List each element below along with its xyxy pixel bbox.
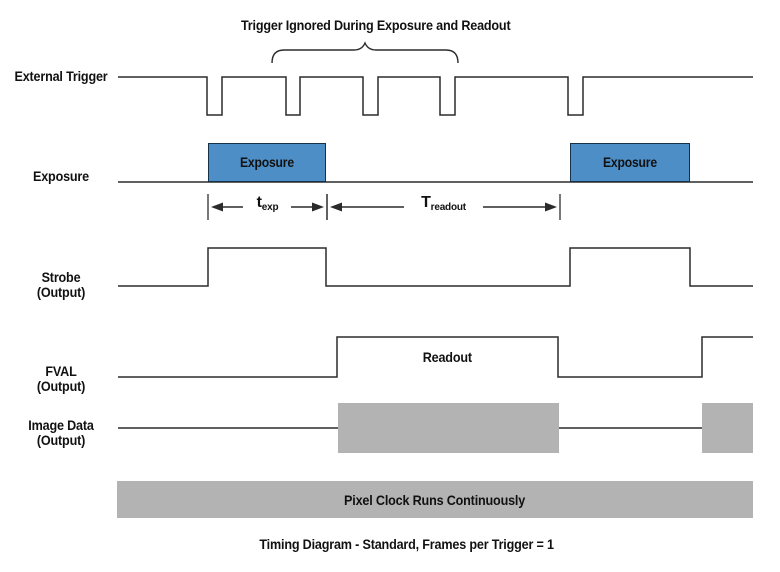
row-label-text: FVAL: [45, 363, 77, 379]
arrowhead-left-icon: [211, 202, 223, 212]
exposure-box: Exposure: [570, 143, 690, 182]
pixel-clock-label: Pixel Clock Runs Continuously: [344, 491, 526, 508]
exposure-box-label: Exposure: [603, 155, 657, 170]
diagram-title: Trigger Ignored During Exposure and Read…: [176, 17, 576, 33]
diagram-caption-text: Timing Diagram - Standard, Frames per Tr…: [259, 536, 555, 552]
external-trigger-waveform: [118, 76, 753, 116]
row-label-image-data: Image Data (Output): [0, 418, 122, 448]
fval-waveform: [118, 336, 753, 378]
row-label-fval: FVAL (Output): [0, 364, 122, 394]
row-label-text: (Output): [36, 432, 86, 448]
row-label-text: Exposure: [33, 168, 89, 184]
row-label-text: (Output): [36, 284, 86, 300]
row-label-text: External Trigger: [14, 68, 108, 84]
diagram-caption: Timing Diagram - Standard, Frames per Tr…: [107, 536, 707, 552]
readout-annotation-text: Readout: [422, 349, 472, 365]
strobe-waveform: [118, 247, 753, 287]
pixel-clock-bar: Pixel Clock Runs Continuously: [117, 481, 753, 518]
row-label-strobe: Strobe (Output): [0, 270, 122, 300]
image-data-box: [338, 403, 559, 453]
brace-icon: [271, 41, 459, 64]
arrowhead-right-icon: [312, 202, 324, 212]
row-label-text: Strobe: [41, 269, 81, 285]
image-data-box: [702, 403, 753, 453]
readout-annotation: Readout: [387, 349, 507, 365]
arrowhead-right-icon: [545, 202, 557, 212]
row-label-text: Image Data: [28, 417, 94, 433]
exposure-box-label: Exposure: [240, 155, 294, 170]
exposure-box: Exposure: [208, 143, 326, 182]
row-label-external-trigger: External Trigger: [0, 69, 122, 84]
row-label-exposure: Exposure: [0, 169, 122, 184]
dim-label-sub: exp: [261, 202, 279, 213]
arrowhead-left-icon: [330, 202, 342, 212]
row-label-text: (Output): [36, 378, 86, 394]
diagram-title-text: Trigger Ignored During Exposure and Read…: [241, 17, 511, 33]
dim-label-sub: readout: [430, 202, 466, 213]
t-exp-label: texp: [228, 194, 308, 214]
dim-label-main: t: [256, 194, 262, 211]
t-readout-label: Treadout: [404, 194, 484, 214]
dim-label-main: T: [421, 194, 431, 211]
